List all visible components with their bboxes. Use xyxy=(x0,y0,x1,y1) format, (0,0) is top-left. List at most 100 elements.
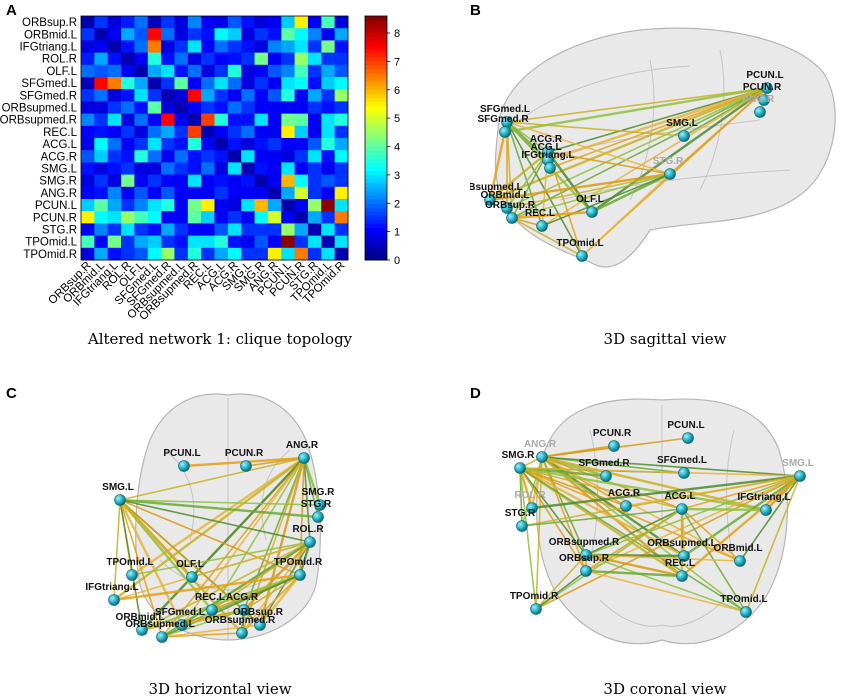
heatmap-cell xyxy=(321,211,336,224)
heatmap-cell xyxy=(81,211,95,224)
heatmap-cell xyxy=(294,40,309,53)
heatmap-cell xyxy=(107,16,122,29)
heatmap-cell xyxy=(147,64,162,78)
heatmap-cell xyxy=(201,199,215,212)
heatmap-cell xyxy=(281,125,295,139)
heatmap-cell xyxy=(334,28,349,41)
heatmap-cell xyxy=(267,162,282,175)
colorbar-segment xyxy=(365,60,387,66)
network-edge xyxy=(131,541,311,576)
heatmap-cell xyxy=(307,186,322,200)
network-edge xyxy=(585,569,683,578)
heatmap-cell xyxy=(161,211,175,224)
heatmap-cell xyxy=(294,138,309,151)
heatmap-cell xyxy=(201,247,215,261)
colorbar-segment xyxy=(365,227,387,233)
panel-b-caption: 3D sagittal view xyxy=(603,330,727,348)
heatmap-cell xyxy=(334,162,349,175)
heatmap-cell xyxy=(81,16,95,29)
heatmap-cell xyxy=(201,16,215,29)
region-label: IFGtriang.L xyxy=(737,492,790,503)
region-node xyxy=(664,168,676,180)
heatmap-cell xyxy=(227,89,242,102)
region-node xyxy=(236,627,248,639)
network-edge xyxy=(585,554,747,613)
colorbar-segment xyxy=(365,255,387,261)
heatmap-cell xyxy=(321,77,336,90)
network-edge xyxy=(681,508,741,562)
heatmap-cell xyxy=(161,235,175,249)
heatmap-cell xyxy=(81,174,95,188)
region-node xyxy=(600,470,612,482)
heatmap-cell xyxy=(94,174,109,188)
row-tick-label: PCUN.L xyxy=(35,200,78,212)
heatmap-cell xyxy=(121,89,135,102)
colorbar-segment xyxy=(365,28,387,33)
region-label: REC.L xyxy=(665,558,695,569)
heatmap-cell xyxy=(174,174,189,188)
region-label: ORBsupmed.L xyxy=(470,182,523,193)
network-edge xyxy=(541,456,741,562)
heatmap-cell xyxy=(161,186,175,200)
region-node xyxy=(760,504,772,516)
heatmap-cell xyxy=(214,28,229,41)
heatmap-cell xyxy=(174,77,189,90)
heatmap-cell xyxy=(227,113,242,127)
network-edge xyxy=(131,457,305,576)
colorbar-segment xyxy=(365,72,387,78)
heatmap-cell xyxy=(214,40,229,53)
heatmap-cell xyxy=(134,162,149,175)
colorbar-segment xyxy=(365,138,387,143)
network-edge xyxy=(511,87,768,219)
heatmap-cell xyxy=(321,125,336,139)
region-label: ACG.R xyxy=(226,592,259,603)
colorbar-segment xyxy=(365,89,387,94)
horizontal-edges xyxy=(113,456,322,639)
heatmap-cell xyxy=(214,113,229,127)
heatmap-cell xyxy=(201,186,215,200)
region-node xyxy=(156,631,168,643)
region-label: SFGmed.L xyxy=(657,455,707,466)
colorbar-segment xyxy=(365,207,387,212)
colorbar-segment xyxy=(365,162,387,167)
heatmap-cell xyxy=(267,77,282,90)
heatmap-cell xyxy=(241,174,255,188)
heatmap-cell xyxy=(321,113,336,127)
heatmap-cell xyxy=(94,186,109,200)
region-label: TPOmid.R xyxy=(274,557,323,568)
heatmap-cell xyxy=(321,186,336,200)
heatmap-cell xyxy=(161,138,175,151)
region-node xyxy=(530,603,542,615)
region-label: TPOmid.L xyxy=(556,238,603,249)
heatmap-cell xyxy=(307,64,322,78)
heatmap-cell xyxy=(334,40,349,53)
network-edge xyxy=(541,456,685,474)
heatmap-cell xyxy=(187,113,202,127)
heatmap-cell xyxy=(134,223,149,236)
heatmap-cell xyxy=(321,223,336,236)
heatmap-cell xyxy=(294,162,309,175)
heatmap-cell xyxy=(107,40,122,53)
region-label: PCUN.L xyxy=(163,448,200,459)
region-label: ORBmid.L xyxy=(116,612,165,623)
network-edge xyxy=(245,457,305,467)
region-node xyxy=(536,220,548,232)
region-label: TPOmid.R xyxy=(510,591,559,602)
region-node xyxy=(126,569,138,581)
heatmap-cell xyxy=(161,247,175,261)
heatmap-cell xyxy=(307,247,322,261)
heatmap-cell xyxy=(187,235,202,249)
heatmap-cell xyxy=(307,113,322,127)
heatmap-cell xyxy=(294,223,309,236)
network-edge xyxy=(511,173,671,219)
heatmap-cell xyxy=(134,125,149,139)
panel-c-letter: C xyxy=(6,385,17,402)
network-edge xyxy=(506,151,549,209)
region-node xyxy=(298,452,310,464)
heatmap-cell xyxy=(121,211,135,224)
heatmap-cell xyxy=(241,186,255,200)
network-edge xyxy=(119,498,319,519)
row-tick-label: PCUN.R xyxy=(33,212,77,224)
region-label: PCUN.R xyxy=(225,448,264,459)
